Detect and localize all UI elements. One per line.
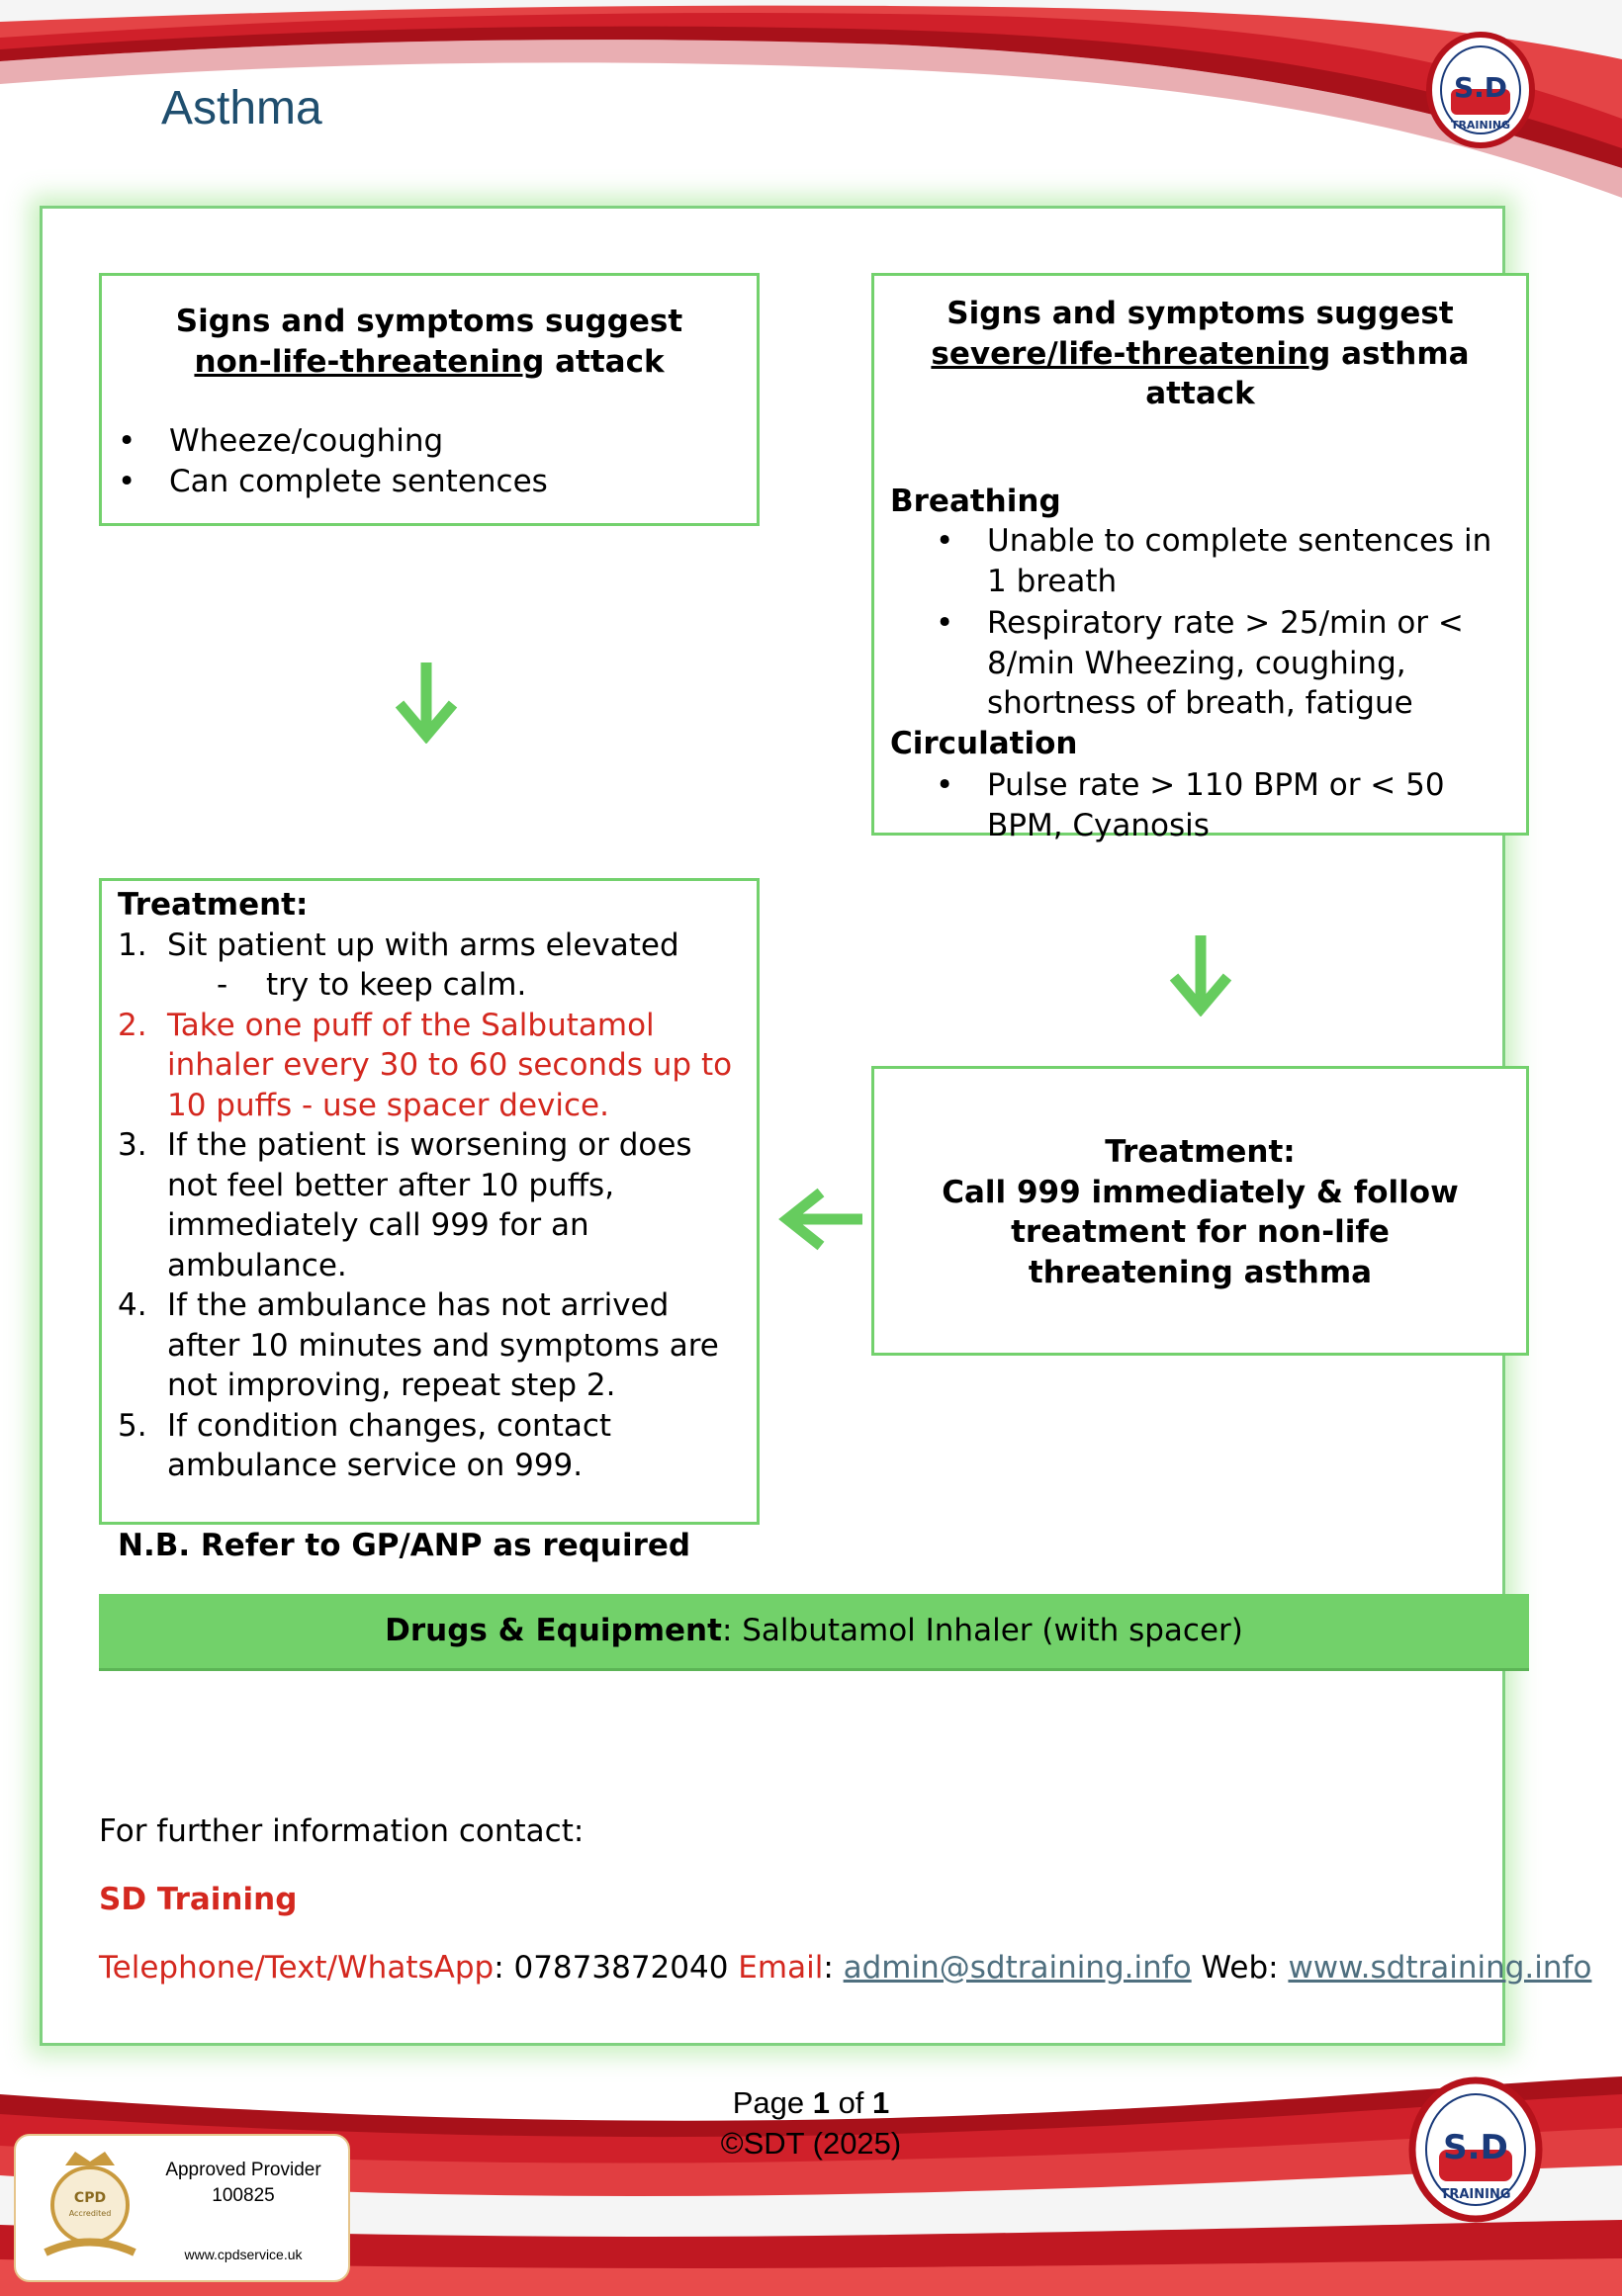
drugs-label: Drugs & Equipment xyxy=(385,1613,722,1649)
breathing-list: Unable to complete sentences in 1 breath… xyxy=(890,521,1510,724)
non-life-threatening-box: Signs and symptoms suggest non-life-thre… xyxy=(99,273,760,526)
left-signs-list: Wheeze/coughing Can complete sentences xyxy=(104,421,757,501)
page-of: of xyxy=(829,2085,873,2120)
arrow-left-icon xyxy=(778,1188,862,1251)
treatment-step: 4. If the ambulance has not arrived afte… xyxy=(118,1285,743,1406)
drugs-value: : Salbutamol Inhaler (with spacer) xyxy=(721,1613,1243,1649)
right-signs-heading-rest: asthma attack xyxy=(1145,335,1470,412)
list-item: Can complete sentences xyxy=(104,462,757,502)
right-signs-heading-line2: severe/life-threatening asthma attack xyxy=(874,334,1526,414)
cpd-badge: CPD Accredited Approved Provider 100825 … xyxy=(14,2134,350,2282)
page-number: Page 1 of 1 xyxy=(613,2083,1009,2124)
step-text: Take one puff of the Salbutamol inhaler … xyxy=(167,1007,733,1123)
email-label: Email xyxy=(738,1950,824,1986)
treatment-step: 3. If the patient is worsening or does n… xyxy=(118,1125,743,1285)
left-signs-heading-rest: attack xyxy=(544,343,665,380)
copyright: ©SDT (2025) xyxy=(720,2126,902,2161)
sd-training-logo-footer: S.D TRAINING xyxy=(1407,2076,1544,2223)
treatment-step: 5. If condition changes, contact ambulan… xyxy=(118,1406,743,1486)
circulation-list: Pulse rate > 110 BPM or < 50 BPM, Cyanos… xyxy=(890,765,1510,845)
email-link[interactable]: admin@sdtraining.info xyxy=(843,1950,1192,1986)
left-signs-heading-underlined: non-life-threatening xyxy=(194,343,545,380)
page-prefix: Page xyxy=(732,2085,813,2120)
logo-text: S.D xyxy=(1443,2128,1508,2167)
step-number: 5. xyxy=(118,1407,147,1444)
breathing-label: Breathing xyxy=(890,483,1061,519)
emergency-treatment-title: Treatment: xyxy=(1105,1134,1296,1170)
contact-intro: For further information contact: xyxy=(99,1813,585,1849)
severe-life-threatening-box: Signs and symptoms suggest severe/life-t… xyxy=(871,273,1529,843)
page-current: 1 xyxy=(812,2085,830,2120)
substep-dash: - xyxy=(217,967,228,1003)
phone-label: Telephone/Text/WhatsApp xyxy=(99,1950,495,1986)
logo-subtext: TRAINING xyxy=(1440,2187,1511,2202)
sd-training-logo: S.D TRAINING xyxy=(1425,32,1536,148)
logo-subtext: TRAINING xyxy=(1450,119,1511,132)
arrow-down-icon xyxy=(1169,935,1232,1016)
contact-line: Telephone/Text/WhatsApp: 07873872040 Ema… xyxy=(99,1948,1591,1988)
circulation-label: Circulation xyxy=(890,725,1078,761)
list-item: Unable to complete sentences in 1 breath xyxy=(922,521,1510,601)
cpd-crest-icon xyxy=(44,2152,136,2256)
cpd-badge-subtext: Accredited xyxy=(68,2209,112,2218)
left-signs-heading-line1: Signs and symptoms suggest xyxy=(175,304,683,339)
emergency-treatment-line1: Call 999 immediately & follow xyxy=(942,1174,1459,1210)
cpd-number: 100825 xyxy=(212,2185,275,2206)
list-item: Respiratory rate > 25/min or < 8/min Whe… xyxy=(922,603,1510,724)
list-item: Pulse rate > 110 BPM or < 50 BPM, Cyanos… xyxy=(922,765,1510,845)
drugs-equipment-bar: Drugs & Equipment: Salbutamol Inhaler (w… xyxy=(99,1594,1529,1671)
right-signs-heading-line1: Signs and symptoms suggest xyxy=(946,296,1454,331)
header-wave xyxy=(0,0,1622,198)
step-text: Sit patient up with arms elevated xyxy=(167,927,679,963)
step-text: If condition changes, contact ambulance … xyxy=(167,1407,612,1484)
treatment-note: N.B. Refer to GP/ANP as required xyxy=(118,1527,691,1563)
step-number: 1. xyxy=(118,927,147,963)
step-text: If the ambulance has not arrived after 1… xyxy=(167,1287,719,1403)
web-label: Web: xyxy=(1191,1950,1289,1986)
treatment-box: Treatment: 1. Sit patient up with arms e… xyxy=(99,878,760,1563)
treatment-step: 2. Take one puff of the Salbutamol inhal… xyxy=(118,1006,743,1126)
left-signs-heading-line2: non-life-threatening attack xyxy=(102,342,757,383)
email-colon: : xyxy=(823,1950,844,1986)
treatment-substep: - try to keep calm. xyxy=(167,965,743,1006)
emergency-treatment-line3: threatening asthma xyxy=(1028,1254,1373,1290)
treatment-steps: 1. Sit patient up with arms elevated - tr… xyxy=(118,926,743,1486)
phone-value: : 07873872040 xyxy=(494,1950,739,1986)
emergency-treatment-box: Treatment: Call 999 immediately & follow… xyxy=(871,1066,1529,1356)
step-text: If the patient is worsening or does not … xyxy=(167,1127,692,1283)
left-signs-heading: Signs and symptoms suggest non-life-thre… xyxy=(102,302,757,382)
web-link[interactable]: www.sdtraining.info xyxy=(1288,1950,1592,1986)
logo-text: S.D xyxy=(1453,71,1508,104)
step-number: 4. xyxy=(118,1287,147,1323)
emergency-treatment-line2: treatment for non-life xyxy=(1011,1214,1390,1250)
cpd-approved: Approved Provider xyxy=(165,2160,321,2180)
arrow-down-icon xyxy=(395,662,458,744)
cpd-badge-text: CPD xyxy=(73,2190,107,2206)
treatment-title: Treatment: xyxy=(118,887,309,923)
list-item: Wheeze/coughing xyxy=(104,421,757,462)
right-signs-heading: Signs and symptoms suggest severe/life-t… xyxy=(874,294,1526,414)
substep-text: try to keep calm. xyxy=(266,967,527,1003)
page-total: 1 xyxy=(872,2085,890,2120)
right-signs-heading-underlined: severe/life-threatening xyxy=(931,335,1331,372)
footer-wave xyxy=(0,2076,1622,2296)
step-number: 2. xyxy=(118,1007,147,1043)
step-number: 3. xyxy=(118,1127,147,1163)
treatment-step: 1. Sit patient up with arms elevated - tr… xyxy=(118,926,743,1006)
cpd-url[interactable]: www.cpdservice.uk xyxy=(184,2247,303,2262)
page-title: Asthma xyxy=(161,82,322,134)
contact-org: SD Training xyxy=(99,1882,298,1917)
